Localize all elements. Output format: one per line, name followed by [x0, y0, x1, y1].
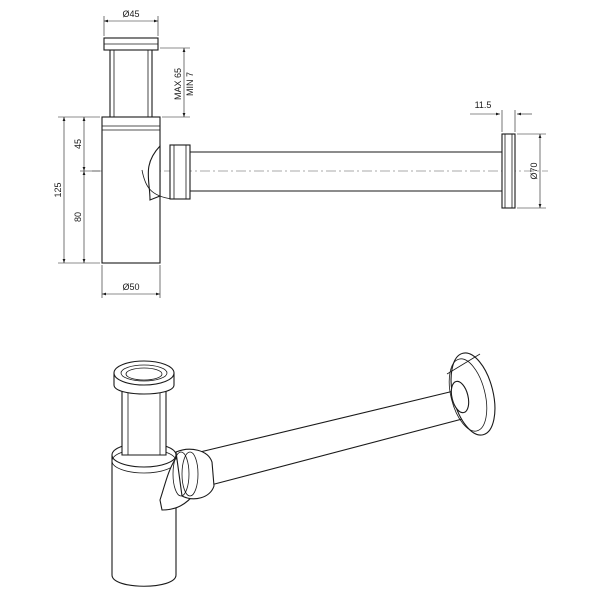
iso-top-cap — [113, 360, 175, 395]
iso-bottle-body — [111, 442, 177, 587]
dimension-body-diameter: Ø50 — [101, 265, 161, 298]
dimension-flange-thickness: 11.5 — [470, 100, 532, 132]
dimension-lower-height: 80 — [73, 171, 86, 263]
top-diameter-label: Ø45 — [122, 9, 139, 19]
lower-height-label: 80 — [73, 212, 83, 222]
iso-pipe — [199, 389, 467, 487]
wall-flange — [501, 133, 516, 209]
iso-wall-flange — [446, 352, 496, 436]
horizontal-pipe — [190, 151, 502, 192]
dimension-height-range: MAX 65 MIN 7 — [160, 47, 195, 118]
iso-inlet-tube — [121, 385, 167, 456]
flange-diameter-label: Ø70 — [529, 162, 539, 179]
dimension-flange-diameter: Ø70 — [517, 133, 546, 209]
side-view: Ø45 MAX 65 MIN 7 11.5 Ø70 — [53, 9, 548, 298]
top-cap — [103, 37, 159, 51]
outlet-connector — [141, 144, 191, 201]
max-height-label: MAX 65 — [173, 68, 183, 100]
total-height-label: 125 — [53, 182, 63, 197]
upper-height-label: 45 — [73, 139, 83, 149]
dimension-total-height: 125 — [53, 116, 100, 264]
inlet-tube — [109, 45, 153, 121]
min-height-label: MIN 7 — [185, 72, 195, 96]
isometric-view — [111, 352, 496, 587]
iso-outlet-connector — [159, 448, 215, 511]
dimension-top-diameter: Ø45 — [103, 9, 159, 36]
body-diameter-label: Ø50 — [122, 282, 139, 292]
dimension-upper-height: 45 — [73, 117, 100, 172]
flange-thickness-label: 11.5 — [475, 100, 492, 110]
